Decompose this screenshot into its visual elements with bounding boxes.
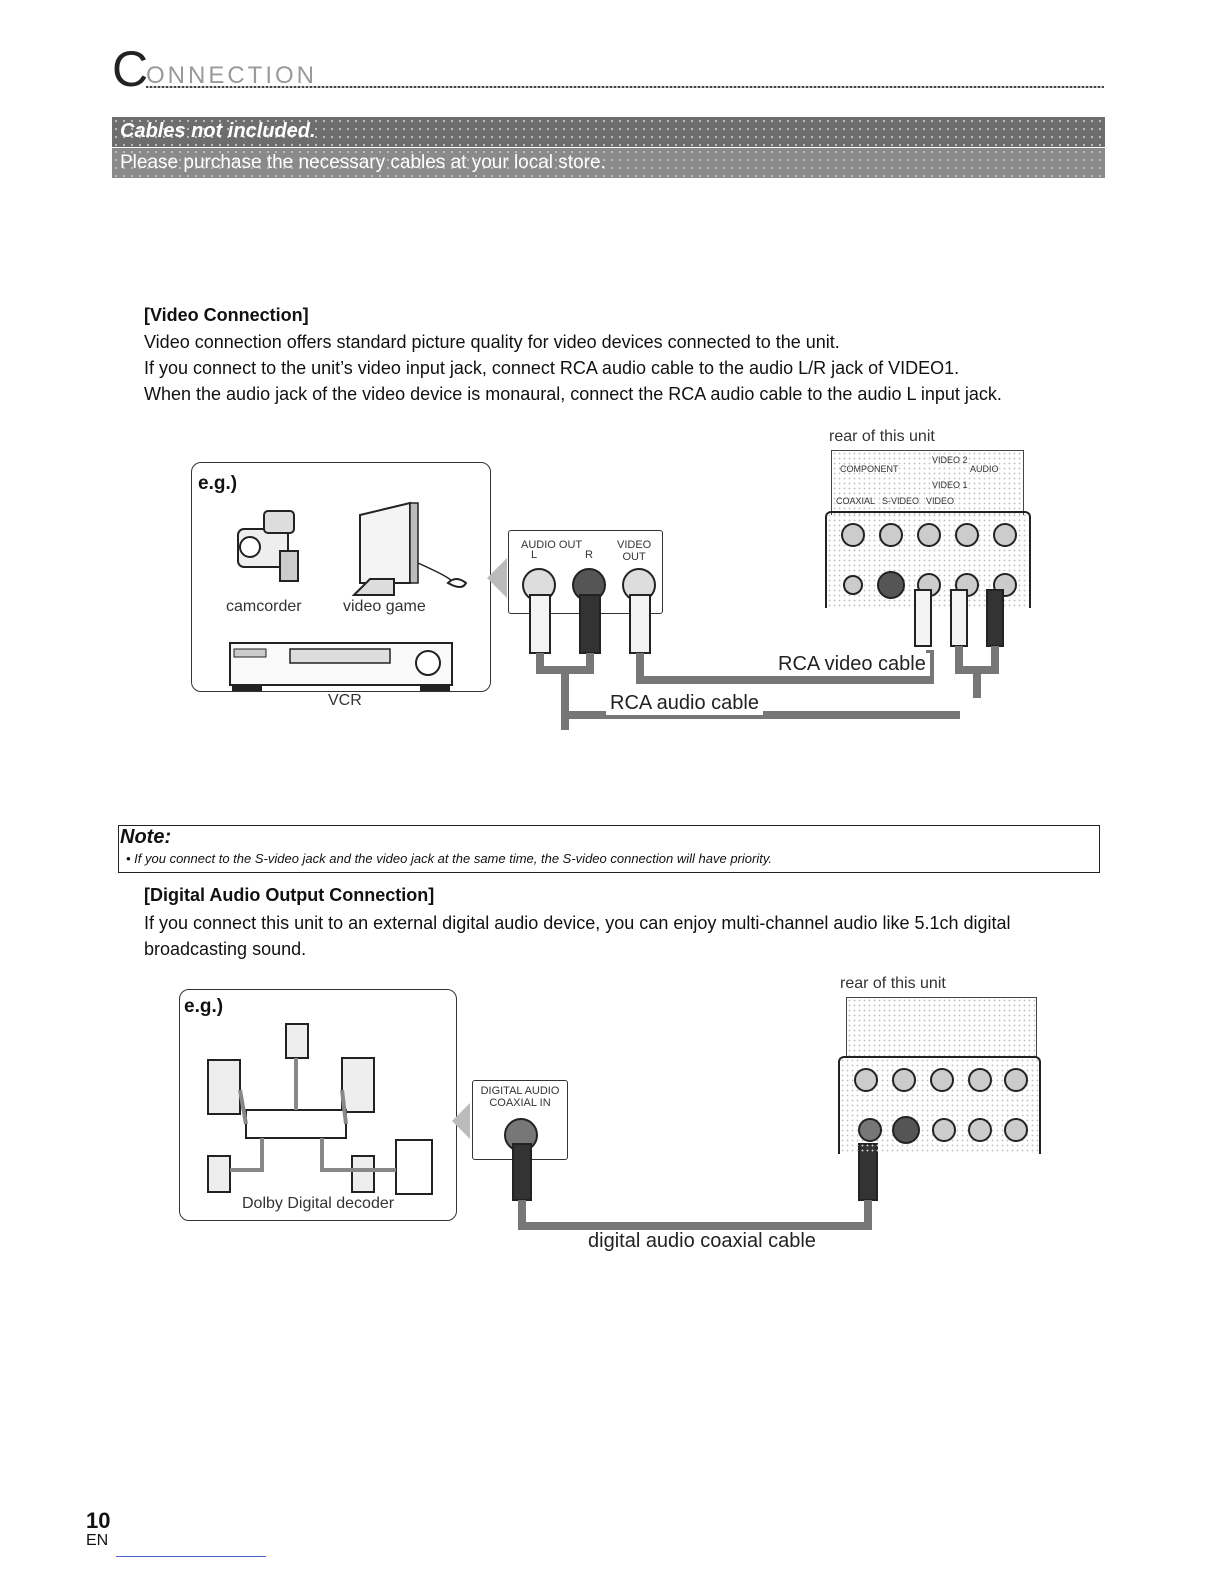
rear-panel-jacks-digital xyxy=(838,1056,1041,1154)
language-label: EN xyxy=(86,1532,109,1549)
surround-speakers-icon xyxy=(207,1023,433,1195)
coaxial-cable-drawing xyxy=(512,1143,878,1230)
eg-label: e.g.) xyxy=(198,473,238,494)
cables-banner-title: Cables not included. xyxy=(112,117,1105,147)
video-out-label: VIDEO OUT xyxy=(617,539,652,563)
connection-arrow xyxy=(487,558,507,598)
audio-out-r-label: R xyxy=(585,549,593,561)
audio-out-l-label: L xyxy=(531,549,538,561)
rear-unit-label: rear of this unit xyxy=(829,428,935,445)
banner-title-text: Cables not included. xyxy=(120,120,316,142)
rear-label-component: COMPONENT xyxy=(840,464,899,474)
rca-audio-cable-label: RCA audio cable xyxy=(606,692,763,715)
digital-audio-line-1: If you connect this unit to an external … xyxy=(144,913,1011,933)
footer-rule xyxy=(116,1556,266,1557)
video-connection-line-2: If you connect to the unit’s video input… xyxy=(144,358,960,378)
digital-audio-in-label: DIGITAL AUDIO COAXIAL IN xyxy=(480,1085,560,1109)
video-connection-line-3: When the audio jack of the video device … xyxy=(144,384,1002,404)
output-jacks-icon xyxy=(522,568,656,602)
vcr-label: VCR xyxy=(328,692,362,709)
camcorder-label: camcorder xyxy=(226,598,302,615)
rear-jacks-icon-2 xyxy=(854,1068,1028,1144)
rca-video-cable-label: RCA video cable xyxy=(774,653,930,676)
dolby-example-box: e.g.) Dolby Digital decoder xyxy=(179,989,457,1221)
eg-label-2: e.g.) xyxy=(184,996,224,1017)
rear-label-audio: AUDIO xyxy=(970,464,999,474)
section-title: ONNECTION xyxy=(146,62,317,89)
header-rule xyxy=(146,86,1104,88)
rear-label-svideo: S-VIDEO xyxy=(882,496,920,506)
digital-audio-heading: [Digital Audio Output Connection] xyxy=(144,885,435,905)
page-number: 10 xyxy=(86,1508,111,1533)
video-game-console-icon xyxy=(351,501,468,596)
camcorder-icon xyxy=(237,510,299,582)
rear-label-video2: VIDEO 2 xyxy=(932,455,968,465)
note-text: • If you connect to the S-video jack and… xyxy=(126,851,772,866)
audio-out-label: AUDIO OUT xyxy=(521,539,583,551)
connection-arrow-2 xyxy=(452,1103,470,1139)
example-devices-box: e.g.) camcorder video game VCR xyxy=(191,462,491,709)
rear-jacks-icon xyxy=(841,523,1017,599)
rear-plugs-video xyxy=(914,589,1004,698)
video-cables-drawing xyxy=(529,594,960,730)
rear-label-video: VIDEO xyxy=(926,496,955,506)
digital-coaxial-cable-label: digital audio coaxial cable xyxy=(584,1230,820,1253)
vcr-icon xyxy=(229,642,453,691)
rear-panel-labels-video: VIDEO 2 COMPONENT AUDIO VIDEO 1 COAXIAL … xyxy=(831,450,1024,515)
note-title: Note: xyxy=(120,826,172,848)
note-box xyxy=(118,825,1100,873)
digital-audio-line-2: broadcasting sound. xyxy=(144,939,307,959)
banner-subtitle-text: Please purchase the necessary cables at … xyxy=(120,152,606,173)
video-connection-line-1: Video connection offers standard picture… xyxy=(144,332,840,352)
rear-unit-label-2: rear of this unit xyxy=(840,975,946,992)
rear-label-video1: VIDEO 1 xyxy=(932,480,968,490)
rear-panel-labels-digital xyxy=(846,997,1037,1058)
section-title-initial: C xyxy=(112,41,149,97)
dolby-decoder-label: Dolby Digital decoder xyxy=(242,1195,395,1212)
video-connection-heading: [Video Connection] xyxy=(144,305,309,325)
video-game-label: video game xyxy=(343,598,426,615)
cables-banner-subtitle: Please purchase the necessary cables at … xyxy=(112,148,1105,178)
rear-label-coaxial: COAXIAL xyxy=(836,496,876,506)
